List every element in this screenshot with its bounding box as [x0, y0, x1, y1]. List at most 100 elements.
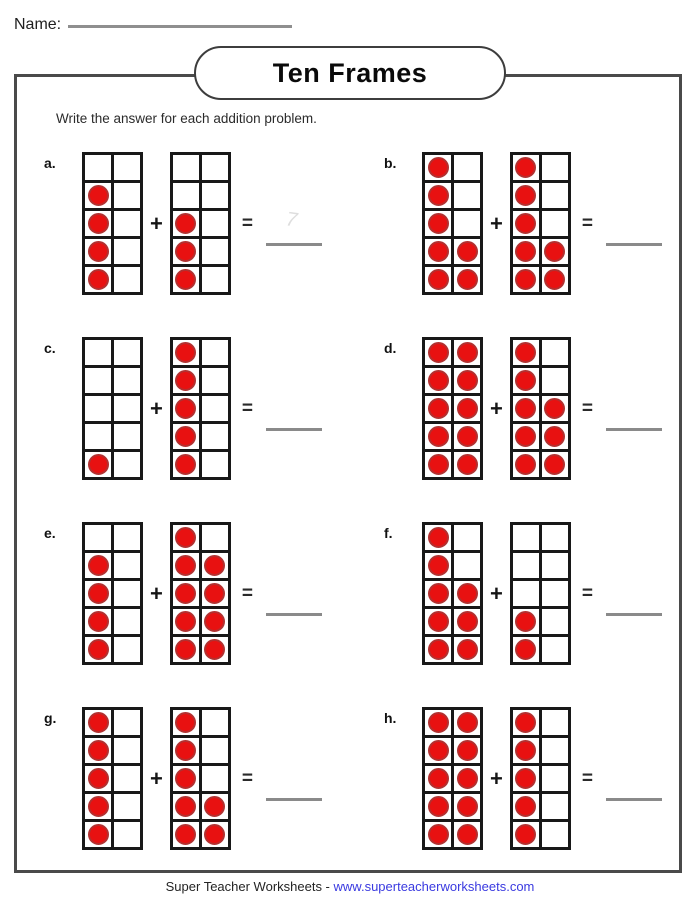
- ten-frame-cell: [201, 794, 228, 819]
- ten-frame-cell: [425, 609, 451, 634]
- ten-frame-cell: [512, 738, 539, 763]
- counter-dot: [515, 454, 537, 475]
- counter-dot: [427, 426, 449, 447]
- ten-frame-cell: [425, 340, 451, 365]
- counter-dot: [456, 639, 478, 660]
- ten-frame-cell: [541, 822, 568, 847]
- problem-label: f.: [384, 525, 393, 541]
- ten-frame-cell: [512, 267, 539, 292]
- counter-dot: [456, 426, 478, 447]
- counter-dot: [456, 370, 478, 391]
- counter-dot: [456, 796, 478, 817]
- ten-frame-cell: [172, 766, 199, 791]
- answer-blank-line: [605, 613, 662, 616]
- counter-dot: [87, 712, 109, 733]
- counter-dot: [87, 454, 109, 475]
- ten-frame-cell: [454, 340, 480, 365]
- counter-dot: [544, 454, 566, 475]
- ten-frame-cell: [201, 267, 228, 292]
- ten-frame-cell: [172, 239, 199, 264]
- ten-frame-cell: [85, 267, 111, 292]
- ten-frame-cell: [541, 525, 568, 550]
- ten-frame-cell: [114, 609, 140, 634]
- answer-blank-line: [265, 613, 322, 616]
- ten-frame-cell: [512, 637, 539, 662]
- answer-blank-line: [605, 428, 662, 431]
- ten-frame-cell: [201, 766, 228, 791]
- ten-frame-cell: [201, 609, 228, 634]
- counter-dot: [204, 639, 226, 660]
- ten-frame-cell: [512, 183, 539, 208]
- counter-dot: [175, 583, 197, 604]
- ten-frame-cell: [425, 525, 451, 550]
- counter-dot: [544, 269, 566, 290]
- ten-frame-cell: [172, 822, 199, 847]
- ten-frame-cell: [425, 155, 451, 180]
- ten-frame-cell: [114, 525, 140, 550]
- name-row: Name:: [14, 16, 293, 34]
- ten-frame-cell: [172, 553, 199, 578]
- counter-dot: [515, 241, 537, 262]
- ten-frame-cell: [114, 368, 140, 393]
- equals-sign: =: [581, 582, 593, 604]
- ten-frame-cell: [541, 368, 568, 393]
- ten-frame-cell: [172, 637, 199, 662]
- name-label: Name:: [14, 16, 62, 33]
- footer-link[interactable]: www.superteacherworksheets.com: [333, 879, 535, 894]
- ten-frame-cell: [541, 211, 568, 236]
- counter-dot: [456, 398, 478, 419]
- ten-frame-cell: [541, 609, 568, 634]
- ten-frame-cell: [454, 710, 480, 735]
- ten-frame-cell: [201, 424, 228, 449]
- ten-frame-cell: [201, 452, 228, 477]
- ten-frame-cell: [114, 211, 140, 236]
- ten-frame-cell: [425, 368, 451, 393]
- footer: Super Teacher Worksheets - www.superteac…: [0, 879, 700, 894]
- ten-frame-cell: [201, 822, 228, 847]
- ten-frame-cell: [85, 710, 111, 735]
- ten-frame-second: [169, 522, 231, 665]
- ten-frame-cell: [541, 710, 568, 735]
- problem-label: g.: [44, 710, 57, 726]
- ten-frame-cell: [114, 794, 140, 819]
- ten-frame-cell: [454, 424, 480, 449]
- counter-dot: [515, 768, 537, 789]
- counter-dot: [427, 796, 449, 817]
- counter-dot: [515, 611, 537, 632]
- counter-dot: [175, 639, 197, 660]
- ten-frame-cell: [541, 239, 568, 264]
- counter-dot: [427, 213, 449, 234]
- counter-dot: [175, 712, 197, 733]
- problem-f: f. + =: [384, 522, 684, 665]
- counter-dot: [175, 269, 197, 290]
- ten-frame-cell: [512, 553, 539, 578]
- ten-frame-cell: [85, 155, 111, 180]
- ten-frame-cell: [114, 553, 140, 578]
- ten-frame-cell: [425, 267, 451, 292]
- ten-frame-cell: [201, 211, 228, 236]
- answer-blank-line: [605, 798, 662, 801]
- counter-dot: [175, 241, 197, 262]
- ten-frame-cell: [172, 368, 199, 393]
- counter-dot: [204, 824, 226, 845]
- ten-frame-cell: [541, 267, 568, 292]
- equals-sign: =: [581, 397, 593, 419]
- ten-frame-first: [422, 707, 483, 850]
- ten-frame-cell: [85, 637, 111, 662]
- counter-dot: [544, 398, 566, 419]
- problem-label: h.: [384, 710, 397, 726]
- name-blank-line: [68, 25, 293, 28]
- ten-frame-second: [169, 707, 231, 850]
- counter-dot: [456, 712, 478, 733]
- ten-frame-cell: [172, 424, 199, 449]
- plus-sign: +: [490, 395, 503, 421]
- ten-frame-first: [82, 152, 143, 295]
- counter-dot: [515, 157, 537, 178]
- ten-frame-first: [82, 522, 143, 665]
- ten-frame-first: [422, 152, 483, 295]
- counter-dot: [515, 712, 537, 733]
- ten-frame-cell: [541, 183, 568, 208]
- ten-frame-cell: [425, 794, 451, 819]
- ten-frame-cell: [201, 239, 228, 264]
- counter-dot: [87, 740, 109, 761]
